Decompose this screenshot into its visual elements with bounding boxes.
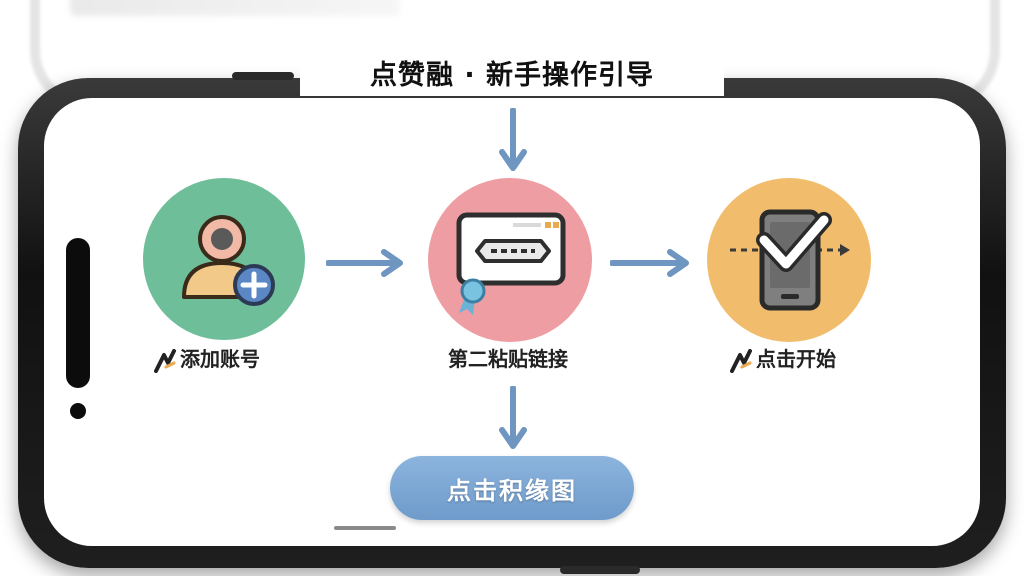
cta-button[interactable]: 点击积缘图 bbox=[390, 456, 634, 520]
phone-check-icon bbox=[730, 209, 850, 311]
step-add-account[interactable] bbox=[143, 178, 305, 340]
camera-icon bbox=[70, 403, 86, 419]
step-paste-link-label: 第二粘贴链接 bbox=[448, 347, 568, 371]
volume-button bbox=[232, 72, 294, 80]
cursor-icon bbox=[730, 348, 752, 373]
background-blur bbox=[70, 0, 400, 16]
cursor-icon bbox=[154, 348, 176, 373]
home-indicator bbox=[334, 526, 396, 530]
arrow-right-icon bbox=[326, 249, 403, 277]
arrow-down-icon bbox=[499, 386, 527, 449]
phone-notch bbox=[66, 238, 90, 388]
arrow-right-icon bbox=[610, 249, 689, 277]
page-title: 点赞融 · 新手操作引导 bbox=[300, 56, 724, 96]
step-add-account-label: 添加账号 bbox=[154, 346, 260, 373]
paste-link-icon bbox=[456, 212, 566, 315]
step-start-label: 点击开始 bbox=[730, 346, 836, 373]
arrow-down-icon bbox=[499, 108, 527, 171]
add-user-icon bbox=[182, 215, 275, 306]
step-start[interactable] bbox=[707, 178, 871, 342]
step-paste-link[interactable] bbox=[428, 178, 592, 342]
power-button bbox=[560, 566, 640, 574]
